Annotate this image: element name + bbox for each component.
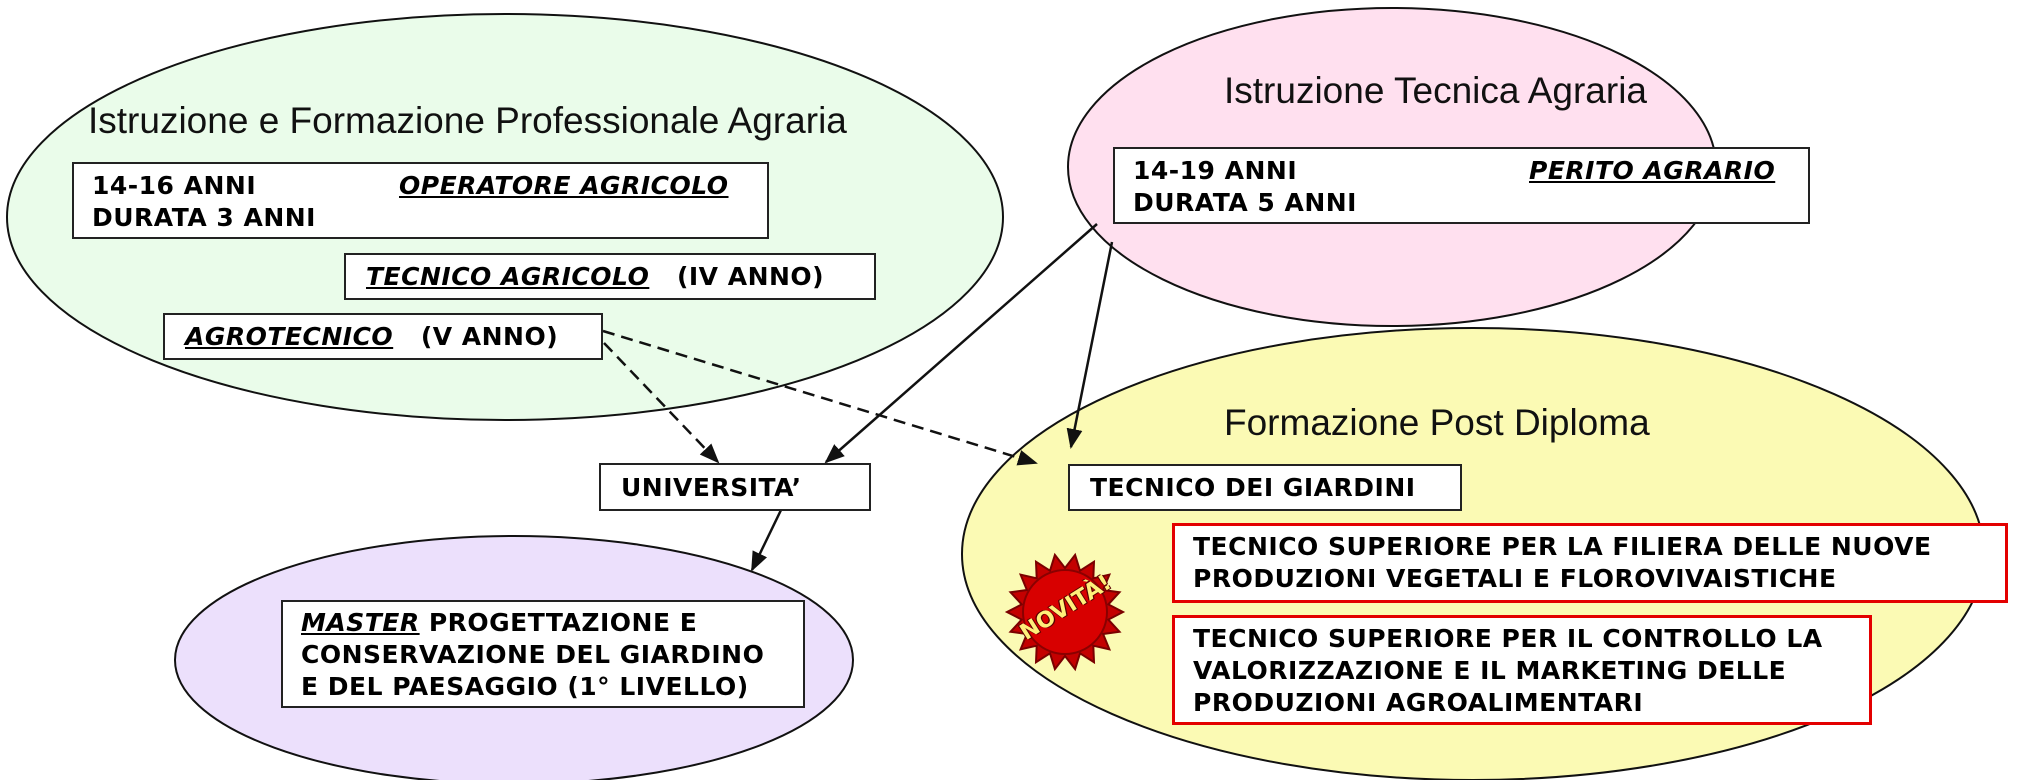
dashed-arrow-agrotecnico-to-universita [603,342,720,464]
universita-label: UNIVERSITA’ [621,473,802,502]
box-tecnico-agricolo: TECNICO AGRICOLO (IV ANNO) [344,253,876,300]
starburst-badge-icon [1004,552,1126,672]
title-istruzione-professionale: Istruzione e Formazione Professionale Ag… [88,100,847,141]
master-line-1: PROGETTAZIONE E [419,608,698,637]
master-line-2: CONSERVAZIONE DEL GIARDINO [301,640,765,669]
arrow-perito-to-universita [824,223,1098,464]
box-master: MASTER PROGETTAZIONE E CONSERVAZIONE DEL… [281,600,805,708]
master-word: MASTER [301,608,420,637]
perito-age: 14-19 ANNI [1133,156,1298,185]
title-post-diploma: Formazione Post Diploma [1224,402,1650,443]
arrow-perito-to-post-diploma [1066,241,1114,449]
filiera-line-2: PRODUZIONI VEGETALI E FLOROVIVAISTICHE [1193,564,1837,593]
box-operatore-agricolo: 14-16 ANNI OPERATORE AGRICOLO DURATA 3 A… [72,162,769,239]
arrow-universita-to-master [750,509,783,572]
tecnico-agricolo-year: (IV ANNO) [676,262,825,291]
tecnico-agricolo-role: TECNICO AGRICOLO [366,262,650,291]
controllo-line-2: VALORIZZAZIONE E IL MARKETING DELLE [1193,656,1787,685]
title-istruzione-tecnica: Istruzione Tecnica Agraria [1224,70,1647,111]
filiera-line-1: TECNICO SUPERIORE PER LA FILIERA DELLE N… [1193,532,1932,561]
controllo-line-3: PRODUZIONI AGROALIMENTARI [1193,688,1644,717]
perito-role: PERITO AGRARIO [1529,156,1776,185]
operatore-duration: DURATA 3 ANNI [92,203,316,232]
operatore-age: 14-16 ANNI [92,171,257,200]
box-tecnico-superiore-filiera: TECNICO SUPERIORE PER LA FILIERA DELLE N… [1172,523,2008,603]
master-line-3: E DEL PAESAGGIO (1° LIVELLO) [301,672,749,701]
agrotecnico-role: AGROTECNICO [185,322,394,351]
box-agrotecnico: AGROTECNICO (V ANNO) [163,313,603,360]
box-universita: UNIVERSITA’ [599,463,871,511]
operatore-role: OPERATORE AGRICOLO [399,171,729,200]
perito-duration: DURATA 5 ANNI [1133,188,1357,217]
agrotecnico-year: (V ANNO) [420,322,559,351]
box-tecnico-dei-giardini: TECNICO DEI GIARDINI [1068,464,1462,511]
controllo-line-1: TECNICO SUPERIORE PER IL CONTROLLO LA [1193,624,1823,653]
box-perito-agrario: 14-19 ANNI PERITO AGRARIO DURATA 5 ANNI [1113,147,1810,224]
box-tecnico-superiore-controllo: TECNICO SUPERIORE PER IL CONTROLLO LA VA… [1172,615,1872,725]
tecnico-giardini-label: TECNICO DEI GIARDINI [1090,473,1416,502]
